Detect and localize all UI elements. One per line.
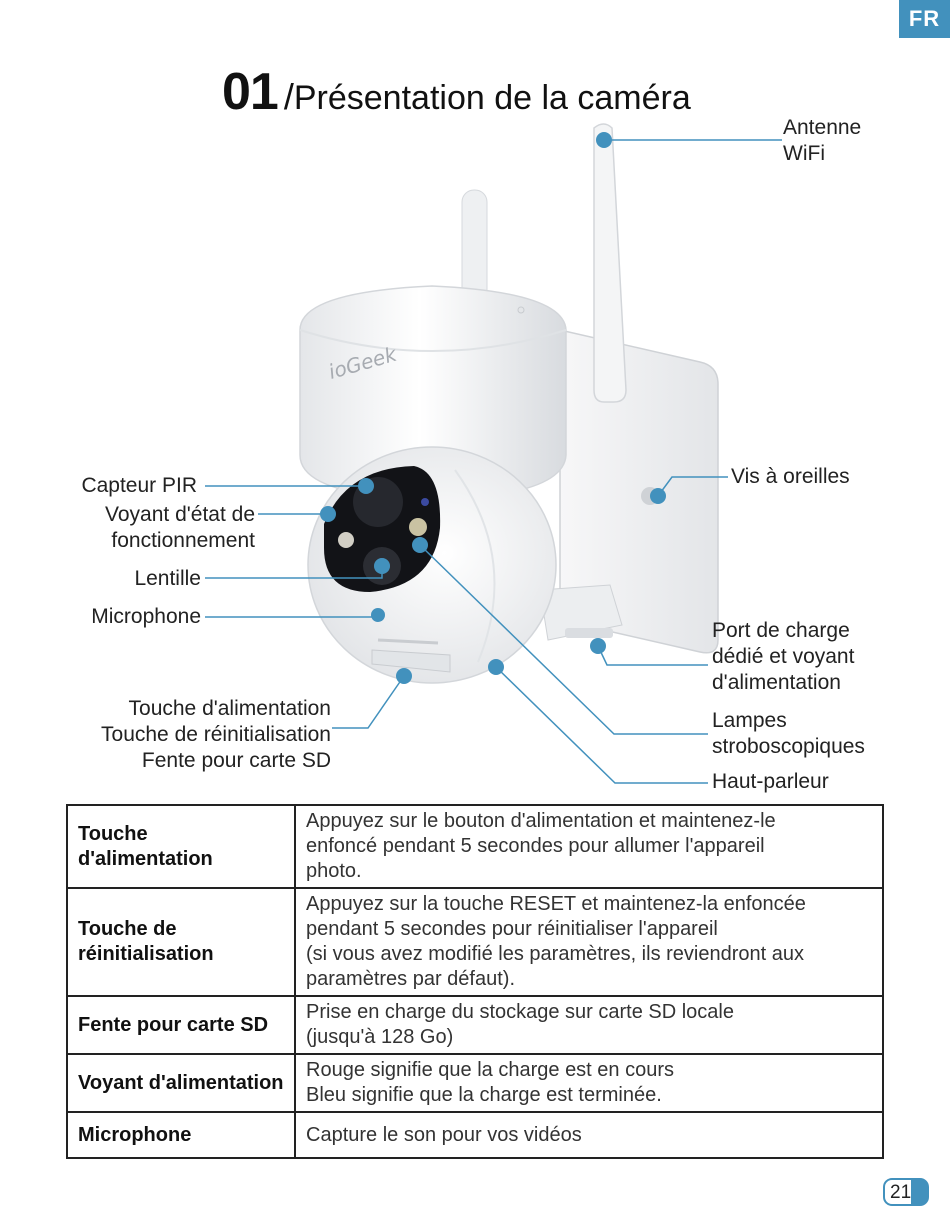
label-strobe-line1: Lampes	[712, 709, 787, 732]
row-value-line: photo.	[306, 860, 362, 882]
section-number: 01	[222, 63, 279, 121]
dot-microphone	[371, 608, 385, 622]
label-power-button: Touche d'alimentation	[128, 697, 331, 720]
title-slash: /	[283, 76, 294, 117]
dot-pir	[358, 478, 374, 494]
camera-diagram: ioGeek	[205, 123, 782, 784]
dot-ear-screws	[650, 488, 666, 504]
label-status-led: Voyant d'état de fonctionnement	[105, 502, 255, 554]
label-pir: Capteur PIR	[81, 474, 197, 497]
row-value: Appuyez sur la touche RESET et maintenez…	[294, 887, 884, 997]
label-charge-port-line3: d'alimentation	[712, 671, 841, 694]
row-value-line: pendant 5 secondes pour réinitialiser l'…	[306, 918, 718, 940]
label-ear-screws: Vis à oreilles	[731, 465, 850, 488]
row-value-line: Capture le son pour vos vidéos	[306, 1123, 582, 1146]
table-row: Voyant d'alimentation Rouge signifie que…	[66, 1053, 884, 1113]
row-value: Appuyez sur le bouton d'alimentation et …	[294, 804, 884, 889]
row-value-line: Bleu signifie que la charge est terminée…	[306, 1084, 662, 1106]
dot-speaker	[488, 659, 504, 675]
label-lens: Lentille	[134, 567, 201, 590]
row-key: Microphone	[66, 1111, 296, 1159]
label-microphone: Microphone	[91, 605, 201, 628]
spec-table: Touche d'alimentation Appuyez sur le bou…	[66, 804, 884, 1159]
row-value-line: Rouge signifie que la charge est en cour…	[306, 1059, 675, 1081]
row-key: Voyant d'alimentation	[66, 1053, 296, 1113]
callout-dots	[320, 132, 666, 684]
dot-charge-port	[590, 638, 606, 654]
dot-antenna	[596, 132, 612, 148]
page-title: 01/Présentation de la caméra	[222, 62, 691, 122]
row-value-line: Prise en charge du stockage sur carte SD…	[306, 1001, 734, 1023]
label-buttons: Touche d'alimentation Touche de réinitia…	[101, 696, 331, 774]
dot-lens	[374, 558, 390, 574]
label-charge-port-line2: dédié et voyant	[712, 645, 855, 668]
table-row: Touche d'alimentation Appuyez sur le bou…	[66, 804, 884, 889]
dot-strobe	[412, 537, 428, 553]
label-charge-port: Port de charge dédié et voyant d'aliment…	[712, 618, 854, 696]
page-number-text: 21	[890, 1182, 912, 1203]
row-key: Touche d'alimentation	[66, 804, 296, 889]
table-row: Fente pour carte SD Prise en charge du s…	[66, 995, 884, 1055]
row-value-line: (jusqu'à 128 Go)	[306, 1026, 454, 1048]
label-sd-slot: Fente pour carte SD	[141, 749, 331, 772]
row-key: Fente pour carte SD	[66, 995, 296, 1055]
label-status-led-line1: Voyant d'état de	[105, 503, 255, 526]
label-antenna: Antenne WiFi	[783, 115, 861, 167]
label-speaker: Haut-parleur	[712, 770, 829, 793]
label-charge-port-line1: Port de charge	[712, 619, 850, 642]
page-number: 21	[883, 1178, 929, 1206]
label-strobe: Lampes stroboscopiques	[712, 708, 865, 760]
language-tab: FR	[899, 0, 950, 38]
row-value: Prise en charge du stockage sur carte SD…	[294, 995, 884, 1055]
line-strobe	[419, 544, 708, 735]
row-value: Rouge signifie que la charge est en cour…	[294, 1053, 884, 1113]
label-strobe-line2: stroboscopiques	[712, 735, 865, 758]
row-value-line: Appuyez sur la touche RESET et maintenez…	[306, 893, 806, 915]
label-antenna-line2: WiFi	[783, 142, 825, 165]
label-antenna-line1: Antenne	[783, 116, 862, 139]
label-reset-button: Touche de réinitialisation	[101, 723, 331, 746]
section-title: Présentation de la caméra	[293, 79, 691, 117]
wifi-antenna-front	[593, 123, 627, 403]
table-row: Microphone Capture le son pour vos vidéo…	[66, 1111, 884, 1159]
dot-buttons	[396, 668, 412, 684]
row-value-line: Appuyez sur le bouton d'alimentation et …	[306, 810, 776, 832]
row-value-line: (si vous avez modifié les paramètres, il…	[306, 943, 804, 965]
line-speaker	[495, 666, 708, 784]
row-value: Capture le son pour vos vidéos	[294, 1111, 884, 1159]
line-buttons	[332, 675, 405, 729]
row-key: Touche de réinitialisation	[66, 887, 296, 997]
label-status-led-line2: fonctionnement	[111, 529, 255, 552]
wall-mount	[539, 329, 719, 654]
table-row: Touche de réinitialisation Appuyez sur l…	[66, 887, 884, 997]
row-value-line: enfoncé pendant 5 secondes pour allumer …	[306, 835, 765, 857]
dot-status-led	[320, 506, 336, 522]
row-value-line: paramètres par défaut).	[306, 968, 515, 990]
